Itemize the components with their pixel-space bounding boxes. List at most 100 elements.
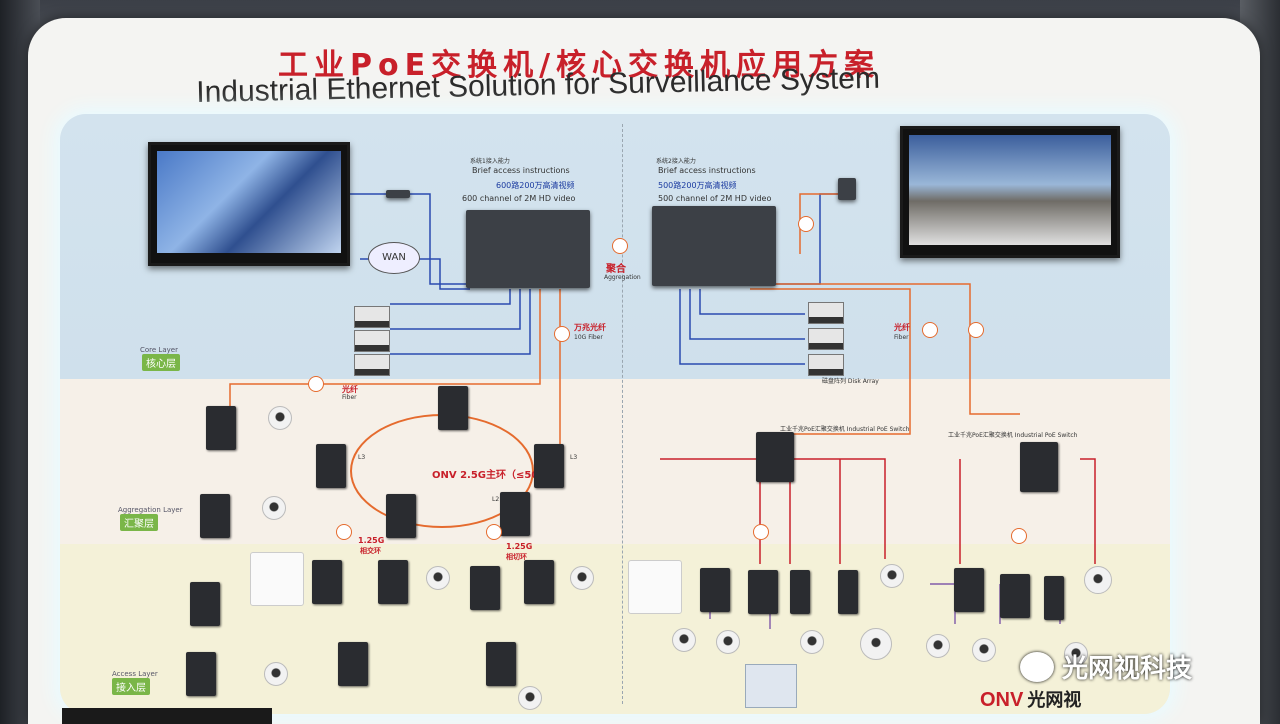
right-monitor (900, 126, 1120, 258)
aggregation-label-en: Aggregation (604, 274, 641, 281)
info-sign (745, 664, 797, 708)
left-monitor (148, 142, 350, 266)
router (386, 190, 410, 198)
industrial-poe-switch-left-label: 工业千兆PoE汇聚交换机 Industrial PoE Switch (780, 426, 910, 433)
industrial-poe-switch-left (756, 432, 794, 482)
ring-switch-bottom-left (386, 494, 416, 538)
core-layer-label: Core Layer (140, 346, 178, 354)
access-switch-3 (378, 560, 408, 604)
access-layer-tag: 接入层 (112, 678, 150, 695)
industrial-poe-switch-right (1020, 442, 1058, 492)
right-capacity-cn: 500路200万高清视频 (658, 181, 737, 190)
system-divider (622, 124, 623, 704)
access-switch-13 (954, 568, 984, 612)
l2-label: L2 (492, 496, 500, 503)
edge-switch (838, 178, 856, 200)
access-switch-11 (790, 570, 810, 614)
dome-camera-7 (716, 630, 740, 654)
dome-camera-10 (1084, 566, 1112, 594)
sub-ring-a: 相交环 (360, 547, 381, 555)
access-switch-5 (524, 560, 554, 604)
fiber-icon-right-2 (968, 322, 984, 338)
fiber-icon-left (308, 376, 324, 392)
ring-switch-top (438, 386, 468, 430)
access-layer-band (60, 544, 1170, 714)
left-system-heading: 系统1接入能力 (470, 158, 510, 165)
dome-camera-1 (268, 406, 292, 430)
access-switch-8 (486, 642, 516, 686)
speed-label-b: 1.25G (506, 542, 533, 551)
left-brief: Brief access instructions (472, 166, 570, 175)
right-system-heading: 系统2接入能力 (656, 158, 696, 165)
dome-camera-9 (860, 628, 892, 660)
agg-switch-1 (206, 406, 236, 450)
access-switch-2 (312, 560, 342, 604)
right-capacity-en: 500 channel of 2M HD video (658, 194, 772, 203)
watermark: 光网视科技 (1020, 648, 1192, 685)
access-switch-14 (1000, 574, 1030, 618)
wan-cloud: WAN (368, 242, 420, 274)
link-node-1 (753, 524, 769, 540)
storage-unit-6 (808, 354, 844, 376)
brand-logo-text: ONV (980, 689, 1024, 711)
fiber-10g-en: 10G Fiber (574, 334, 603, 341)
left-capacity-en: 600 channel of 2M HD video (462, 194, 576, 203)
fiber-icon-top (798, 216, 814, 232)
access-switch-7 (338, 642, 368, 686)
fiber-label-left: 光纤 (342, 385, 358, 394)
link-node-4 (486, 524, 502, 540)
aggregation-link-icon (612, 238, 628, 254)
access-switch-9 (700, 568, 730, 612)
access-point-2 (628, 560, 682, 614)
access-switch-12 (838, 570, 858, 614)
bullet-camera-1 (264, 662, 288, 686)
aggregation-layer-tag: 汇聚层 (120, 514, 158, 531)
access-switch-15 (1044, 576, 1064, 620)
sub-ring-b: 相切环 (506, 553, 527, 561)
access-switch-10 (748, 570, 778, 614)
ring-switch-right (534, 444, 564, 488)
right-brief: Brief access instructions (658, 166, 756, 175)
aggregation-layer-label: Aggregation Layer (118, 506, 183, 514)
watermark-text: 光网视科技 (1062, 654, 1193, 684)
fiber-label-right-en: Fiber (894, 334, 909, 341)
wechat-icon (1020, 651, 1054, 682)
left-monitor-screen (157, 151, 341, 253)
access-switch-6 (186, 652, 216, 696)
dome-camera-12 (1064, 642, 1088, 666)
ring-switch-bottom-right (500, 492, 530, 536)
disk-array-label: 磁盘阵列 Disk Array (822, 378, 879, 385)
storage-unit-4 (808, 302, 844, 324)
access-point-1 (250, 552, 304, 606)
fiber-icon-right (922, 322, 938, 338)
ring-label: ONV 2.5G主环（≤50ms） (432, 470, 565, 481)
speed-label-a: 1.25G (358, 536, 385, 545)
core-layer-tag: 核心层 (142, 354, 180, 371)
fiber-10g-cn: 万兆光纤 (574, 323, 606, 332)
dome-camera-8 (800, 630, 824, 654)
title-chinese: 工业PoE交换机/核心交换机应用方案 (278, 48, 881, 83)
storage-unit-2 (354, 330, 390, 352)
link-node-3 (336, 524, 352, 540)
l3-label-left: L3 (358, 454, 366, 461)
dome-camera-3 (426, 566, 450, 590)
access-switch-4 (470, 566, 500, 610)
left-core-switch (466, 210, 590, 288)
brand-name-cn: 光网视 (1027, 690, 1082, 711)
dome-camera-4 (570, 566, 594, 590)
fiber-label-right: 光纤 (894, 323, 910, 332)
fiber-label-left-en: Fiber (342, 394, 357, 401)
bullet-camera-2 (672, 628, 696, 652)
access-layer-label: Access Layer (112, 670, 158, 678)
agg-switch-2 (200, 494, 230, 538)
industrial-poe-switch-right-label: 工业千兆PoE汇聚交换机 Industrial PoE Switch (948, 432, 1078, 439)
bullet-camera-3 (926, 634, 950, 658)
aggregation-label-cn: 聚合 (606, 264, 626, 275)
storage-unit-1 (354, 306, 390, 328)
fiber-10g-icon (554, 326, 570, 342)
dome-camera-6 (880, 564, 904, 588)
access-switch-1 (190, 582, 220, 626)
left-capacity-cn: 600路200万高清视频 (496, 181, 575, 190)
dome-camera-5 (518, 686, 542, 710)
